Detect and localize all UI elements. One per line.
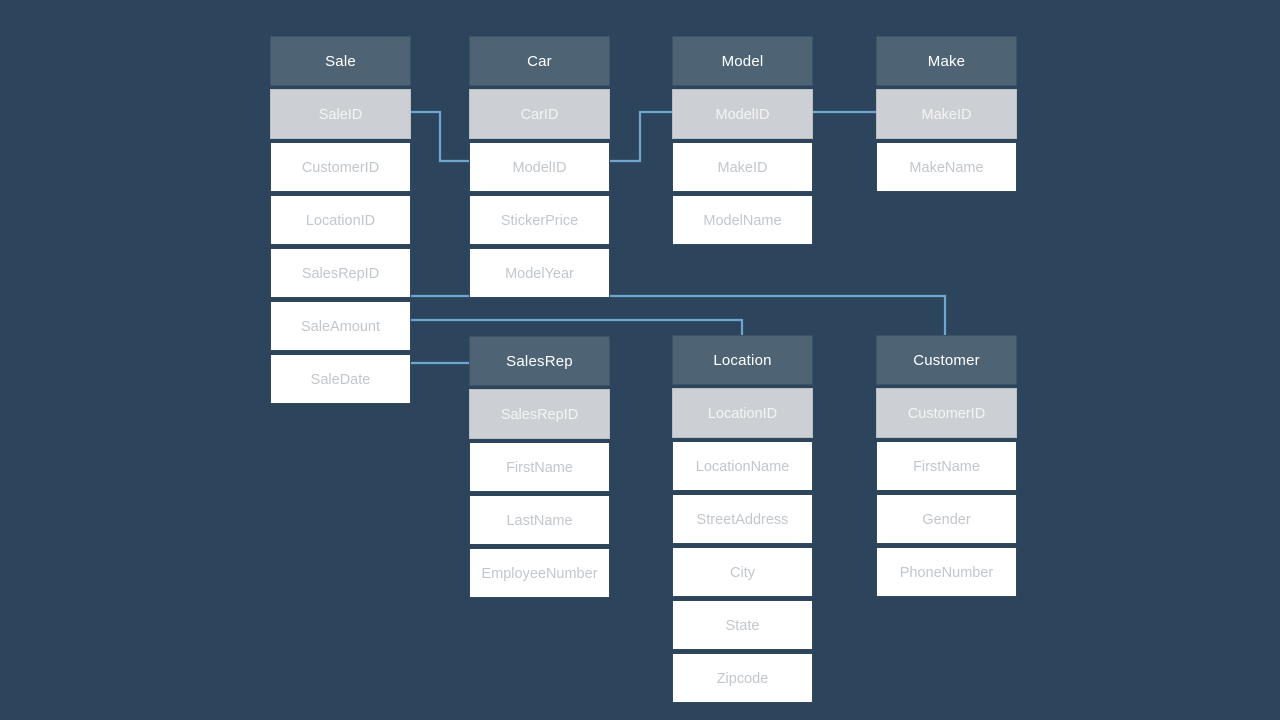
field-customer-1[interactable]: FirstName [876, 441, 1017, 491]
primary-key-field-model-0[interactable]: ModelID [672, 89, 813, 139]
field-sale-1[interactable]: CustomerID [270, 142, 411, 192]
primary-key-field-salesrep-0[interactable]: SalesRepID [469, 389, 610, 439]
field-location-4[interactable]: State [672, 600, 813, 650]
entity-title-salesrep: SalesRep [469, 336, 610, 386]
entity-title-sale: Sale [270, 36, 411, 86]
field-salesrep-2[interactable]: LastName [469, 495, 610, 545]
field-car-2[interactable]: StickerPrice [469, 195, 610, 245]
primary-key-field-make-0[interactable]: MakeID [876, 89, 1017, 139]
relationship-line-sale-location [409, 318, 744, 338]
primary-key-field-location-0[interactable]: LocationID [672, 388, 813, 438]
field-location-3[interactable]: City [672, 547, 813, 597]
field-sale-5[interactable]: SaleDate [270, 354, 411, 404]
primary-key-field-customer-0[interactable]: CustomerID [876, 388, 1017, 438]
field-salesrep-1[interactable]: FirstName [469, 442, 610, 492]
field-car-3[interactable]: ModelYear [469, 248, 610, 298]
entity-title-customer: Customer [876, 335, 1017, 385]
entity-title-location: Location [672, 335, 813, 385]
field-model-1[interactable]: MakeID [672, 142, 813, 192]
field-car-1[interactable]: ModelID [469, 142, 610, 192]
field-sale-3[interactable]: SalesRepID [270, 248, 411, 298]
field-make-1[interactable]: MakeName [876, 142, 1017, 192]
field-location-1[interactable]: LocationName [672, 441, 813, 491]
field-sale-2[interactable]: LocationID [270, 195, 411, 245]
relationship-line-sale-customer [409, 294, 947, 338]
primary-key-field-car-0[interactable]: CarID [469, 89, 610, 139]
primary-key-field-sale-0[interactable]: SaleID [270, 89, 411, 139]
field-model-2[interactable]: ModelName [672, 195, 813, 245]
entity-title-car: Car [469, 36, 610, 86]
field-sale-4[interactable]: SaleAmount [270, 301, 411, 351]
field-salesrep-3[interactable]: EmployeeNumber [469, 548, 610, 598]
entity-title-model: Model [672, 36, 813, 86]
field-customer-3[interactable]: PhoneNumber [876, 547, 1017, 597]
entity-title-make: Make [876, 36, 1017, 86]
field-customer-2[interactable]: Gender [876, 494, 1017, 544]
field-location-5[interactable]: Zipcode [672, 653, 813, 703]
relationship-line-car-model [608, 110, 674, 163]
relationship-line-sale-car [409, 110, 472, 163]
field-location-2[interactable]: StreetAddress [672, 494, 813, 544]
